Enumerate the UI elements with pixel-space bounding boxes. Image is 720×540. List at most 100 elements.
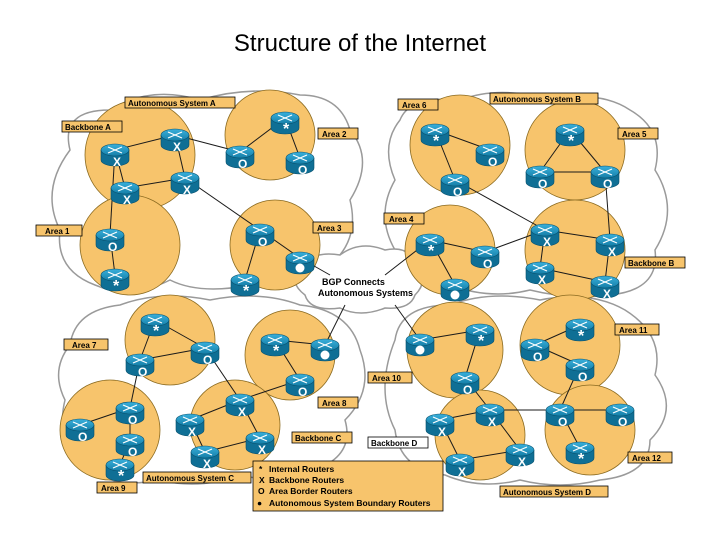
- legend-symbol-backbone: X: [259, 475, 265, 485]
- label-area4-text: Area 4: [389, 215, 414, 224]
- svg-text:X: X: [438, 425, 446, 439]
- svg-text:X: X: [183, 183, 191, 197]
- label-area12: Area 12: [627, 451, 673, 464]
- legend-symbol-border: O: [258, 486, 265, 496]
- label-area10: Area 10: [367, 371, 413, 384]
- label-area1-text: Area 1: [45, 227, 70, 236]
- area-circle-area1: [79, 194, 181, 296]
- backbone-router-icon: X: [530, 223, 560, 249]
- bgp-text-line1: BGP Connects: [322, 277, 385, 287]
- page-title: Structure of the Internet: [233, 30, 487, 57]
- label-backbone-b-text: Backbone B: [628, 259, 674, 268]
- svg-text:*: *: [283, 121, 290, 138]
- label-backbone-c: Backbone C: [291, 431, 353, 444]
- as-boundary-router-icon: [285, 251, 315, 275]
- backbone-router-icon: X: [190, 445, 220, 471]
- backbone-router-icon: X: [160, 128, 190, 154]
- area-border-router-icon: O: [440, 173, 470, 199]
- label-backbone-d-text: Backbone D: [371, 439, 417, 448]
- area-border-router-icon: O: [115, 433, 145, 459]
- backbone-router-icon: X: [110, 181, 140, 207]
- legend-label-backbone: Backbone Routers: [269, 475, 344, 485]
- svg-text:*: *: [478, 333, 485, 350]
- area-border-router-icon: O: [450, 371, 480, 397]
- svg-text:*: *: [433, 133, 440, 150]
- backbone-router-icon: X: [445, 453, 475, 479]
- label-area9-text: Area 9: [101, 484, 126, 493]
- area-border-router-icon: O: [190, 341, 220, 367]
- backbone-router-icon: X: [525, 261, 555, 287]
- legend-label-internal: Internal Routers: [269, 464, 334, 474]
- label-backbone-b: Backbone B: [624, 256, 686, 269]
- label-area11-text: Area 11: [619, 326, 648, 335]
- backbone-router-icon: X: [475, 403, 505, 429]
- area-border-router-icon: O: [525, 165, 555, 191]
- area-border-router-icon: O: [545, 403, 575, 429]
- svg-text:O: O: [463, 383, 472, 397]
- legend-label-border: Area Border Routers: [269, 486, 353, 496]
- label-area8-text: Area 8: [322, 399, 347, 408]
- svg-text:X: X: [518, 455, 526, 469]
- area-border-router-icon: O: [285, 151, 315, 177]
- label-as-d-text: Autonomous System D: [503, 488, 591, 497]
- label-area6-text: Area 6: [402, 101, 427, 110]
- svg-text:O: O: [533, 350, 542, 364]
- svg-text:X: X: [173, 140, 181, 154]
- svg-text:X: X: [123, 193, 131, 207]
- svg-text:*: *: [243, 283, 250, 300]
- area-border-router-icon: O: [470, 245, 500, 271]
- svg-text:*: *: [428, 243, 435, 260]
- internal-router-icon: *: [270, 111, 300, 138]
- svg-text:X: X: [543, 235, 551, 249]
- internal-router-icon: *: [555, 123, 585, 150]
- label-as-a: Autonomous System A: [124, 96, 236, 109]
- area-border-router-icon: O: [475, 143, 505, 169]
- svg-text:*: *: [113, 278, 120, 295]
- label-area5-text: Area 5: [622, 130, 647, 139]
- area-border-router-icon: O: [65, 418, 95, 444]
- svg-text:O: O: [558, 415, 567, 429]
- svg-text:X: X: [608, 245, 616, 259]
- svg-text:*: *: [578, 451, 585, 468]
- backbone-router-icon: X: [425, 413, 455, 439]
- backbone-router-icon: X: [225, 393, 255, 419]
- svg-text:X: X: [538, 273, 546, 287]
- internal-router-icon: *: [230, 273, 260, 300]
- label-area7: Area 7: [63, 338, 109, 351]
- area-border-router-icon: O: [285, 373, 315, 399]
- svg-text:O: O: [618, 415, 627, 429]
- label-as-b-text: Autonomous System B: [493, 95, 581, 104]
- area-border-router-icon: O: [590, 165, 620, 191]
- label-area3: Area 3: [312, 221, 354, 234]
- legend-label-boundary: Autonomous System Boundary Routers: [269, 498, 431, 508]
- legend: * Internal Routers X Backbone Routers O …: [252, 460, 444, 512]
- label-as-a-text: Autonomous System A: [128, 99, 216, 108]
- backbone-router-icon: X: [590, 275, 620, 301]
- label-backbone-a-text: Backbone A: [65, 123, 111, 132]
- backbone-router-icon: X: [245, 431, 275, 457]
- area-border-router-icon: O: [225, 145, 255, 171]
- svg-text:X: X: [203, 457, 211, 471]
- label-area9: Area 9: [96, 481, 138, 494]
- label-area12-text: Area 12: [632, 454, 661, 463]
- internal-router-icon: *: [105, 458, 135, 485]
- label-area8: Area 8: [317, 396, 359, 409]
- svg-text:O: O: [488, 155, 497, 169]
- backbone-router-icon: X: [505, 443, 535, 469]
- label-as-c: Autonomous System C: [142, 471, 252, 484]
- svg-text:O: O: [578, 370, 587, 384]
- internal-router-icon: *: [415, 233, 445, 260]
- svg-text:O: O: [108, 240, 117, 254]
- area-border-router-icon: O: [565, 358, 595, 384]
- label-area5: Area 5: [617, 127, 659, 140]
- svg-text:X: X: [113, 155, 121, 169]
- svg-text:O: O: [78, 430, 87, 444]
- backbone-router-icon: X: [100, 143, 130, 169]
- label-backbone-c-text: Backbone C: [295, 434, 341, 443]
- svg-text:O: O: [453, 185, 462, 199]
- svg-text:O: O: [128, 413, 137, 427]
- svg-text:O: O: [238, 157, 247, 171]
- svg-text:O: O: [138, 365, 147, 379]
- legend-symbol-boundary: ●: [257, 498, 262, 508]
